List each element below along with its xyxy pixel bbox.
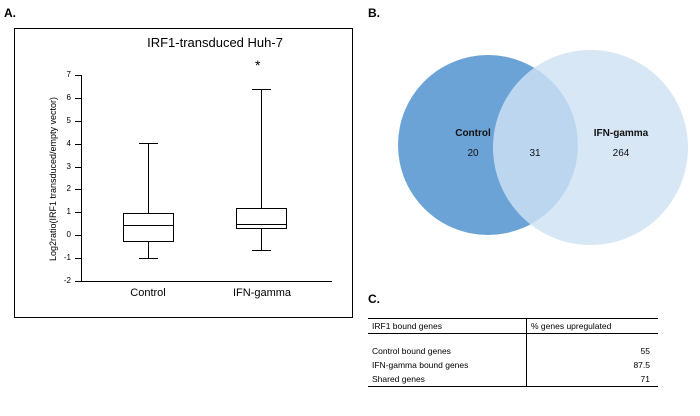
x-category-label-control: Control xyxy=(130,287,166,299)
y-tick-label: 7 xyxy=(66,70,71,79)
y-tick xyxy=(75,281,81,282)
median-line-control xyxy=(123,225,174,226)
y-tick-label: 6 xyxy=(66,93,71,102)
y-tick-label: 2 xyxy=(66,184,71,193)
venn-label-control: Control xyxy=(455,128,491,139)
whisker-cap-control-lower xyxy=(139,258,158,259)
panel-b-letter: B. xyxy=(368,6,380,20)
y-axis-line xyxy=(81,75,82,281)
table-cell-label: IFN-gamma bound genes xyxy=(368,358,527,372)
table-row: IFN-gamma bound genes 87.5 xyxy=(368,358,658,372)
y-tick xyxy=(75,167,81,168)
whisker-line-ifng-lower xyxy=(261,229,262,250)
y-axis-label: Log2ratio(IRF1 transduced/empty vector) xyxy=(48,96,58,262)
box-control xyxy=(123,213,174,242)
y-tick xyxy=(75,235,81,236)
y-tick xyxy=(75,258,81,259)
y-tick xyxy=(75,144,81,145)
panel-a-title: IRF1-transduced Huh-7 xyxy=(147,35,283,50)
panel-a-container: IRF1-transduced Huh-7 -2 -1 0 1 2 3 4 5 … xyxy=(14,28,353,318)
significance-star: * xyxy=(255,57,261,73)
table-cell-value: 55 xyxy=(640,346,650,356)
whisker-line-ifng-upper xyxy=(261,89,262,208)
y-tick-label: 3 xyxy=(66,162,71,171)
y-tick xyxy=(75,121,81,122)
table-cell-label: Control bound genes xyxy=(368,344,527,358)
venn-count-control: 20 xyxy=(467,148,479,159)
median-line-ifng xyxy=(236,224,287,225)
venn-diagram: Control 20 31 IFN-gamma 264 xyxy=(398,50,688,270)
y-tick xyxy=(75,75,81,76)
whisker-cap-ifng-upper xyxy=(252,89,271,90)
y-tick-label: 5 xyxy=(66,116,71,125)
whisker-cap-ifng-lower xyxy=(252,250,271,251)
table-cell-value: 87.5 xyxy=(633,360,650,370)
table-cell-label: Shared genes xyxy=(368,372,527,387)
x-category-label-ifng: IFN-gamma xyxy=(232,287,292,299)
table-row: Control bound genes 55 xyxy=(368,344,658,358)
venn-label-ifng: IFN-gamma xyxy=(593,128,649,139)
whisker-line-control-upper xyxy=(148,143,149,213)
table-header-percent: % genes upregulated xyxy=(526,318,658,334)
panel-c-table-container: IRF1 bound genes % genes upregulated Con… xyxy=(368,318,658,387)
panel-a-letter: A. xyxy=(4,6,16,20)
y-tick xyxy=(75,189,81,190)
table-header-genes: IRF1 bound genes xyxy=(368,318,527,334)
table-spacer-row xyxy=(368,333,658,344)
y-tick-label: -1 xyxy=(63,253,71,262)
results-table: IRF1 bound genes % genes upregulated Con… xyxy=(368,318,658,387)
venn-count-ifng: 264 xyxy=(612,148,630,159)
table-header-row: IRF1 bound genes % genes upregulated xyxy=(368,318,658,334)
table-row: Shared genes 71 xyxy=(368,372,658,387)
x-axis-line xyxy=(81,281,332,282)
y-tick xyxy=(75,212,81,213)
whisker-line-control-lower xyxy=(148,242,149,258)
y-tick-label: 0 xyxy=(66,230,71,239)
venn-count-overlap: 31 xyxy=(529,148,541,159)
panel-c-letter: C. xyxy=(368,292,380,306)
y-tick xyxy=(75,98,81,99)
box-ifng xyxy=(236,208,287,229)
table-cell-value: 71 xyxy=(526,372,658,387)
y-tick-label: 4 xyxy=(66,139,71,148)
venn-circle-ifng xyxy=(493,50,688,245)
whisker-cap-control-upper xyxy=(139,143,158,144)
y-tick-label: -2 xyxy=(63,276,71,285)
y-tick-label: 1 xyxy=(66,207,71,216)
